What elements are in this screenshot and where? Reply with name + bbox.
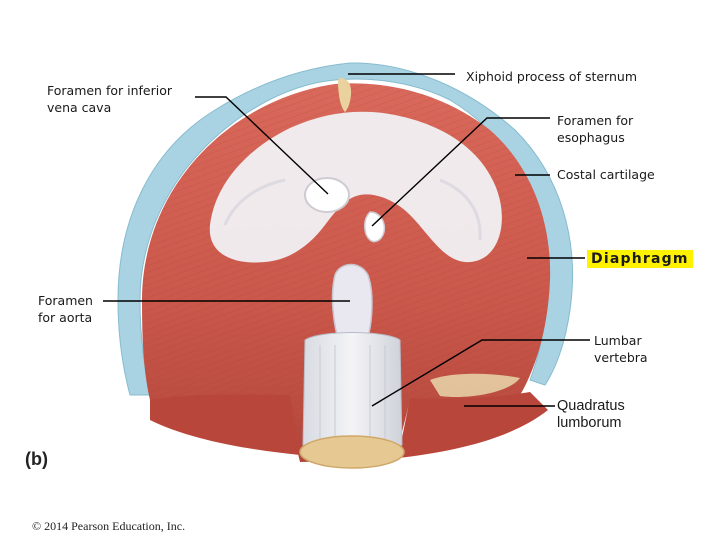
copyright-notice: © 2014 Pearson Education, Inc. <box>32 519 186 533</box>
aortic-hiatus <box>331 263 373 346</box>
leader-lines <box>103 73 590 407</box>
label-diaphragm: Diaphragm <box>587 250 693 268</box>
label-esophageal-foramen: Foramen for esophagus <box>557 112 633 146</box>
label-lumbar-vertebra: Lumbar vertebra <box>594 332 648 366</box>
label-quadratus-line1: Quadratus <box>557 398 625 414</box>
label-ivc-foramen: Foramen for inferior vena cava <box>47 82 172 116</box>
label-costal-cartilage: Costal cartilage <box>557 167 655 182</box>
label-ivc-line2: vena cava <box>47 100 112 115</box>
label-aorta-foramen: Foramen for aorta <box>38 292 93 326</box>
vertebral-body-cut <box>299 435 405 469</box>
left-crus <box>150 394 300 455</box>
label-xiphoid: Xiphoid process of sternum <box>466 69 637 84</box>
ivc-foramen <box>304 177 350 213</box>
lumbar-vertebra <box>302 332 403 451</box>
leader-lumbar <box>371 339 590 407</box>
xiphoid-process <box>338 78 352 112</box>
label-lumbar-line1: Lumbar <box>594 333 642 348</box>
leader-esophagus <box>371 117 550 227</box>
label-lumbar-line2: vertebra <box>594 350 648 365</box>
panel-letter: (b) <box>25 449 48 469</box>
label-quadratus-lumborum: Quadratus lumborum <box>557 398 625 432</box>
central-tendon <box>209 111 502 263</box>
right-crus <box>398 392 548 458</box>
label-aorta-line2: for aorta <box>38 310 93 325</box>
label-aorta-line1: Foramen <box>38 293 93 308</box>
leader-ivc <box>195 96 329 195</box>
label-quadratus-line2: lumborum <box>557 415 622 431</box>
label-esophagus-line2: esophagus <box>557 130 625 145</box>
label-ivc-line1: Foramen for inferior <box>47 83 172 98</box>
quadratus-lumborum <box>430 373 520 398</box>
label-esophagus-line1: Foramen for <box>557 113 634 128</box>
